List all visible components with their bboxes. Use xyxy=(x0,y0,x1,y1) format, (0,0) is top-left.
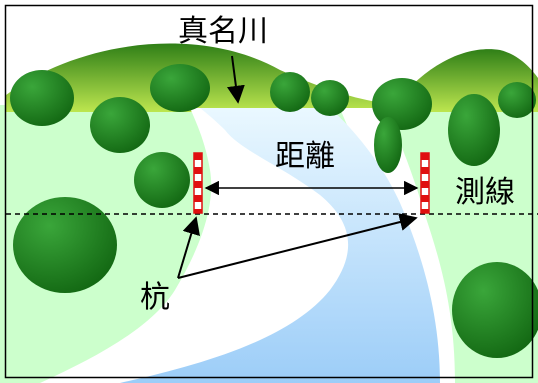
tree xyxy=(10,70,74,126)
tree xyxy=(311,80,349,116)
river-name-pointer xyxy=(226,55,245,104)
river-water xyxy=(120,108,440,383)
tree xyxy=(90,97,150,153)
river-name-label: 真名川 xyxy=(178,14,268,49)
stake-pointer-right xyxy=(177,213,418,279)
tree xyxy=(150,64,210,112)
tree xyxy=(270,72,310,112)
tree xyxy=(448,94,500,166)
tree xyxy=(498,82,536,118)
tree xyxy=(13,197,117,293)
tree xyxy=(374,117,402,173)
stakes-label: 杭 xyxy=(140,280,170,315)
tree xyxy=(452,262,538,358)
frame-border xyxy=(4,4,534,379)
riverbank-sand xyxy=(40,108,368,383)
stake-left xyxy=(193,152,203,214)
tree xyxy=(372,78,432,130)
stake-right xyxy=(420,152,430,214)
stake-pointer-left xyxy=(177,216,200,279)
survey-line-label: 測線 xyxy=(455,175,515,210)
distance-label: 距離 xyxy=(275,139,335,174)
tree xyxy=(134,152,190,208)
